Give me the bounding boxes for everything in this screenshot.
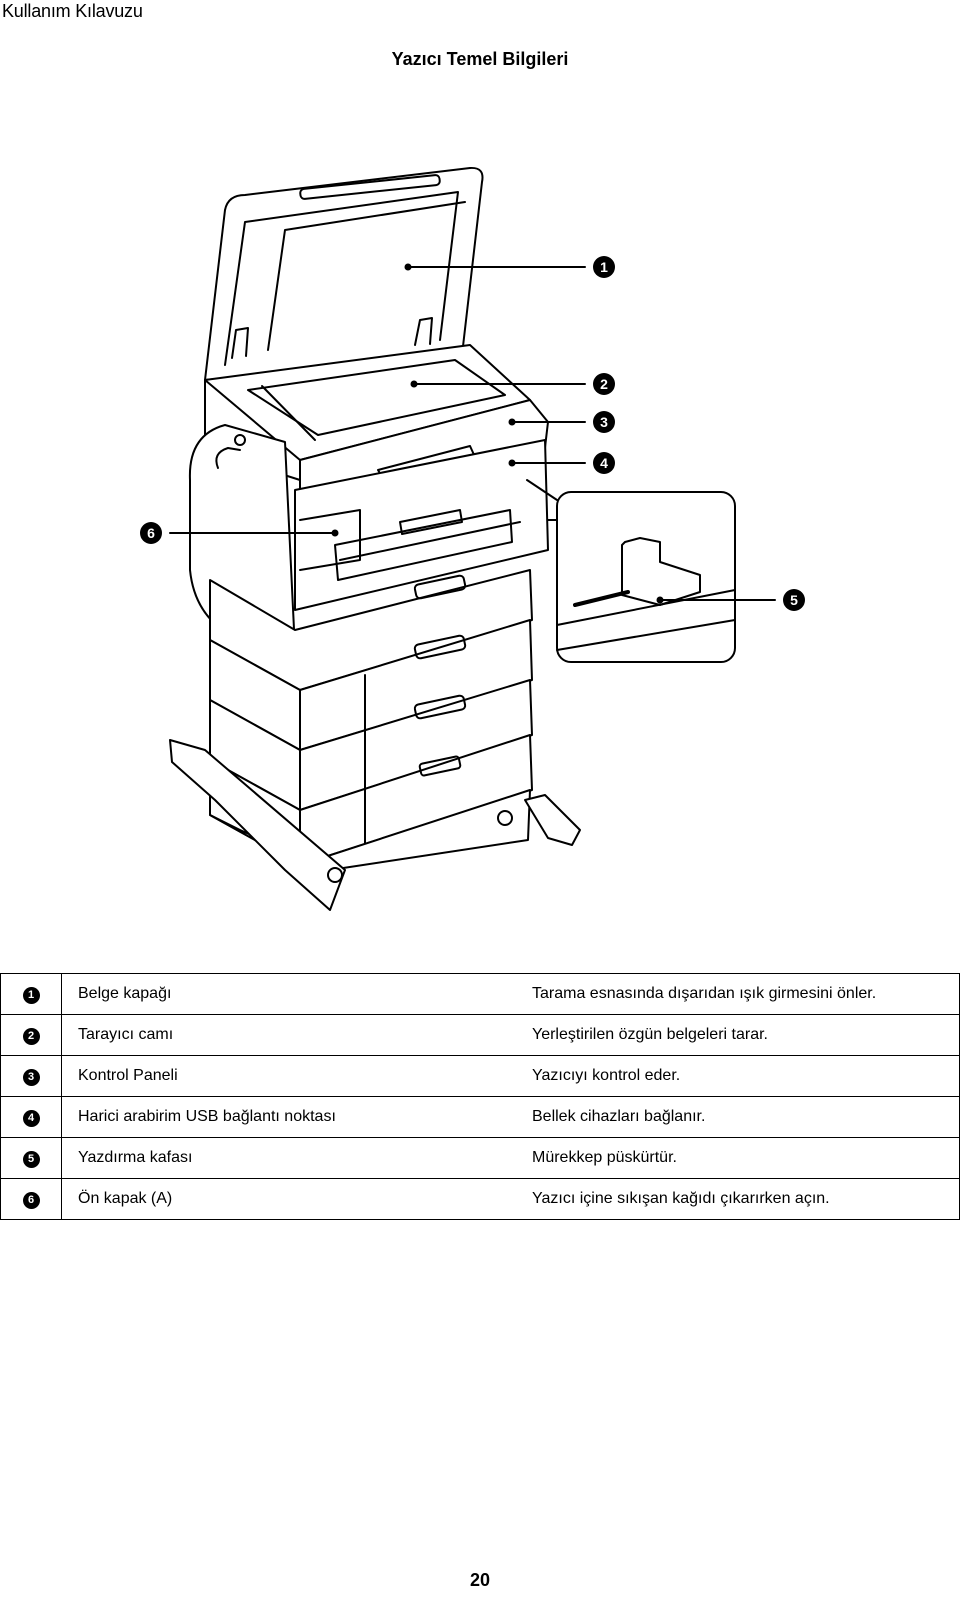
svg-text:4: 4 [600,455,608,471]
part-description: Yazıcı içine sıkışan kağıdı çıkarırken a… [518,1178,960,1220]
table-row: 1 Belge kapağı Tarama esnasında dışarıda… [0,973,960,1015]
svg-text:1: 1 [600,259,608,275]
part-name: Ön kapak (A) [61,1178,518,1220]
part-description: Mürekkep püskürtür. [518,1137,960,1179]
row-number-badge: 1 [22,986,40,1004]
section-title: Yazıcı Temel Bilgileri [391,49,569,69]
running-header: Kullanım Kılavuzu [2,1,143,21]
callout-1: 1 [593,256,615,278]
part-name: Belge kapağı [61,973,518,1015]
part-description: Yazıcıyı kontrol eder. [518,1055,960,1097]
row-number-badge: 3 [22,1068,40,1086]
part-description: Yerleştirilen özgün belgeleri tarar. [518,1014,960,1056]
svg-text:3: 3 [600,414,608,430]
part-name: Kontrol Paneli [61,1055,518,1097]
part-description: Bellek cihazları bağlanır. [518,1096,960,1138]
svg-text:2: 2 [600,376,608,392]
table-row: 2 Tarayıcı camı Yerleştirilen özgün belg… [0,1014,960,1056]
page-number: 20 [469,1570,491,1590]
row-number-badge: 5 [22,1150,40,1168]
part-name: Harici arabirim USB bağlantı noktası [61,1096,518,1138]
svg-text:5: 5 [790,592,798,608]
part-name: Yazdırma kafası [61,1137,518,1179]
callout-3: 3 [593,411,615,433]
table-row: 4 Harici arabirim USB bağlantı noktası B… [0,1096,960,1138]
parts-legend-table: 1 Belge kapağı Tarama esnasında dışarıda… [0,973,960,1220]
printer-diagram: 1 2 3 4 5 6 [0,150,960,950]
row-number-badge: 6 [22,1191,40,1209]
table-row: 6 Ön kapak (A) Yazıcı içine sıkışan kağı… [0,1178,960,1220]
row-number-badge: 2 [22,1027,40,1045]
stand-right-leg-drawing [524,794,581,846]
callout-2: 2 [593,373,615,395]
stand-left-leg-drawing [169,739,346,911]
table-row: 5 Yazdırma kafası Mürekkep püskürtür. [0,1137,960,1179]
callout-4: 4 [593,452,615,474]
part-description: Tarama esnasında dışarıdan ışık girmesin… [518,973,960,1015]
document-cover-drawing [204,166,484,381]
row-number-badge: 4 [22,1109,40,1127]
callout-6: 6 [140,522,162,544]
print-head-inset-box [556,491,736,663]
callout-5: 5 [783,589,805,611]
table-row: 3 Kontrol Paneli Yazıcıyı kontrol eder. [0,1055,960,1097]
svg-text:6: 6 [147,525,155,541]
part-name: Tarayıcı camı [61,1014,518,1056]
